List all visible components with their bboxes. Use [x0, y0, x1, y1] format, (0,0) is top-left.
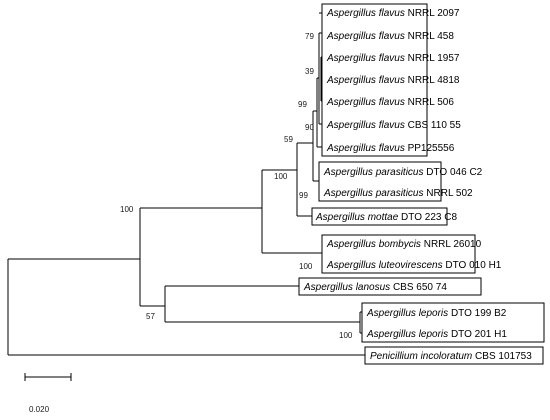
taxon-label-part: Aspergillus mottae: [315, 212, 399, 223]
taxon-label-part: Aspergillus parasiticus: [323, 167, 424, 178]
taxon-label-part: Aspergillus flavus: [326, 143, 405, 154]
taxon-label: Aspergillus flavus PP125556: [326, 143, 455, 154]
support-value: 39: [305, 67, 314, 76]
taxon-label-part: NRRL 4818: [408, 75, 460, 86]
taxon-label: Aspergillus lanosus CBS 650 74: [303, 282, 447, 293]
taxon-label-part: DTO 201 H1: [451, 329, 507, 340]
taxon-group-boxes: [298, 3, 545, 365]
support-value: 100: [339, 331, 353, 340]
support-value: 100: [299, 262, 313, 271]
taxon-label-part: DTO 199 B2: [451, 308, 507, 319]
box-lanosus: [298, 277, 482, 296]
taxon-label-part: NRRL 2097: [408, 8, 460, 19]
box-mottae: [311, 207, 448, 226]
support-value: 57: [146, 312, 155, 321]
taxon-label: Aspergillus flavus NRRL 458: [326, 31, 454, 42]
taxon-label-part: Aspergillus flavus: [326, 75, 405, 86]
taxon-label: Aspergillus parasiticus DTO 046 C2: [323, 167, 483, 178]
support-values: 79 39 99 90 59 100 99 100 100 57 100: [120, 32, 353, 340]
taxon-label-part: Aspergillus luteovirescens: [326, 260, 443, 271]
taxon-label: Aspergillus luteovirescens DTO 010 H1: [326, 260, 502, 271]
taxon-label-part: CBS 101753: [475, 351, 532, 362]
taxon-label-part: PP125556: [408, 143, 455, 154]
taxon-label: Aspergillus leporis DTO 201 H1: [366, 329, 507, 340]
support-value: 100: [274, 172, 288, 181]
taxon-label-part: NRRL 506: [408, 97, 455, 108]
taxon-label-part: CBS 650 74: [393, 282, 447, 293]
support-value: 59: [284, 135, 293, 144]
taxon-label: Aspergillus flavus NRRL 2097: [326, 8, 460, 19]
taxon-label: Aspergillus parasiticus NRRL 502: [323, 188, 473, 199]
taxon-label-part: DTO 223 C8: [401, 212, 457, 223]
taxon-label-part: Aspergillus flavus: [326, 120, 405, 131]
support-value: 90: [305, 123, 314, 132]
taxon-label-part: Aspergillus lanosus: [303, 282, 390, 293]
taxon-label-part: Aspergillus leporis: [366, 329, 448, 340]
taxon-label: Aspergillus bombycis NRRL 26010: [326, 239, 482, 250]
box-penicillium: [364, 346, 544, 365]
scale-bar-label: 0.020: [29, 405, 50, 414]
support-value: 99: [299, 191, 308, 200]
scale-bar: 0.020: [24, 373, 72, 414]
taxon-label: Aspergillus flavus NRRL 4818: [326, 75, 460, 86]
taxon-label-part: NRRL 502: [426, 188, 473, 199]
taxon-label-part: NRRL 1957: [408, 53, 460, 64]
taxon-label-part: NRRL 26010: [424, 239, 482, 250]
taxon-label-part: Aspergillus flavus: [326, 97, 405, 108]
box-parasiticus-group: [318, 161, 442, 202]
box-flavus-group: [321, 3, 428, 157]
taxon-label-part: Penicillium incoloratum: [370, 351, 472, 362]
tree-branches: [7, 12, 367, 356]
support-value: 79: [305, 32, 314, 41]
taxon-label: Penicillium incoloratum CBS 101753: [370, 351, 532, 362]
taxon-label-part: Aspergillus flavus: [326, 31, 405, 42]
support-value: 99: [298, 100, 307, 109]
taxon-label-part: DTO 046 C2: [426, 167, 482, 178]
taxon-label: Aspergillus mottae DTO 223 C8: [315, 212, 457, 223]
taxon-label: Aspergillus flavus NRRL 506: [326, 97, 454, 108]
taxon-label: Aspergillus flavus CBS 110 55: [326, 120, 461, 131]
taxon-label: Aspergillus flavus NRRL 1957: [326, 53, 460, 64]
taxon-label-part: DTO 010 H1: [445, 260, 501, 271]
support-value: 100: [120, 205, 134, 214]
taxon-label-part: NRRL 458: [408, 31, 455, 42]
taxon-label-part: Aspergillus leporis: [366, 308, 448, 319]
taxon-label: Aspergillus leporis DTO 199 B2: [366, 308, 507, 319]
box-leporis-group: [361, 302, 545, 343]
box-bombycis-group: [321, 234, 476, 274]
taxon-label-part: Aspergillus flavus: [326, 53, 405, 64]
taxon-labels: Aspergillus flavus NRRL 2097 Aspergillus…: [303, 8, 532, 362]
taxon-label-part: Aspergillus bombycis: [326, 239, 421, 250]
taxon-label-part: Aspergillus parasiticus: [323, 188, 424, 199]
taxon-label-part: Aspergillus flavus: [326, 8, 405, 19]
taxon-label-part: CBS 110 55: [408, 120, 462, 131]
